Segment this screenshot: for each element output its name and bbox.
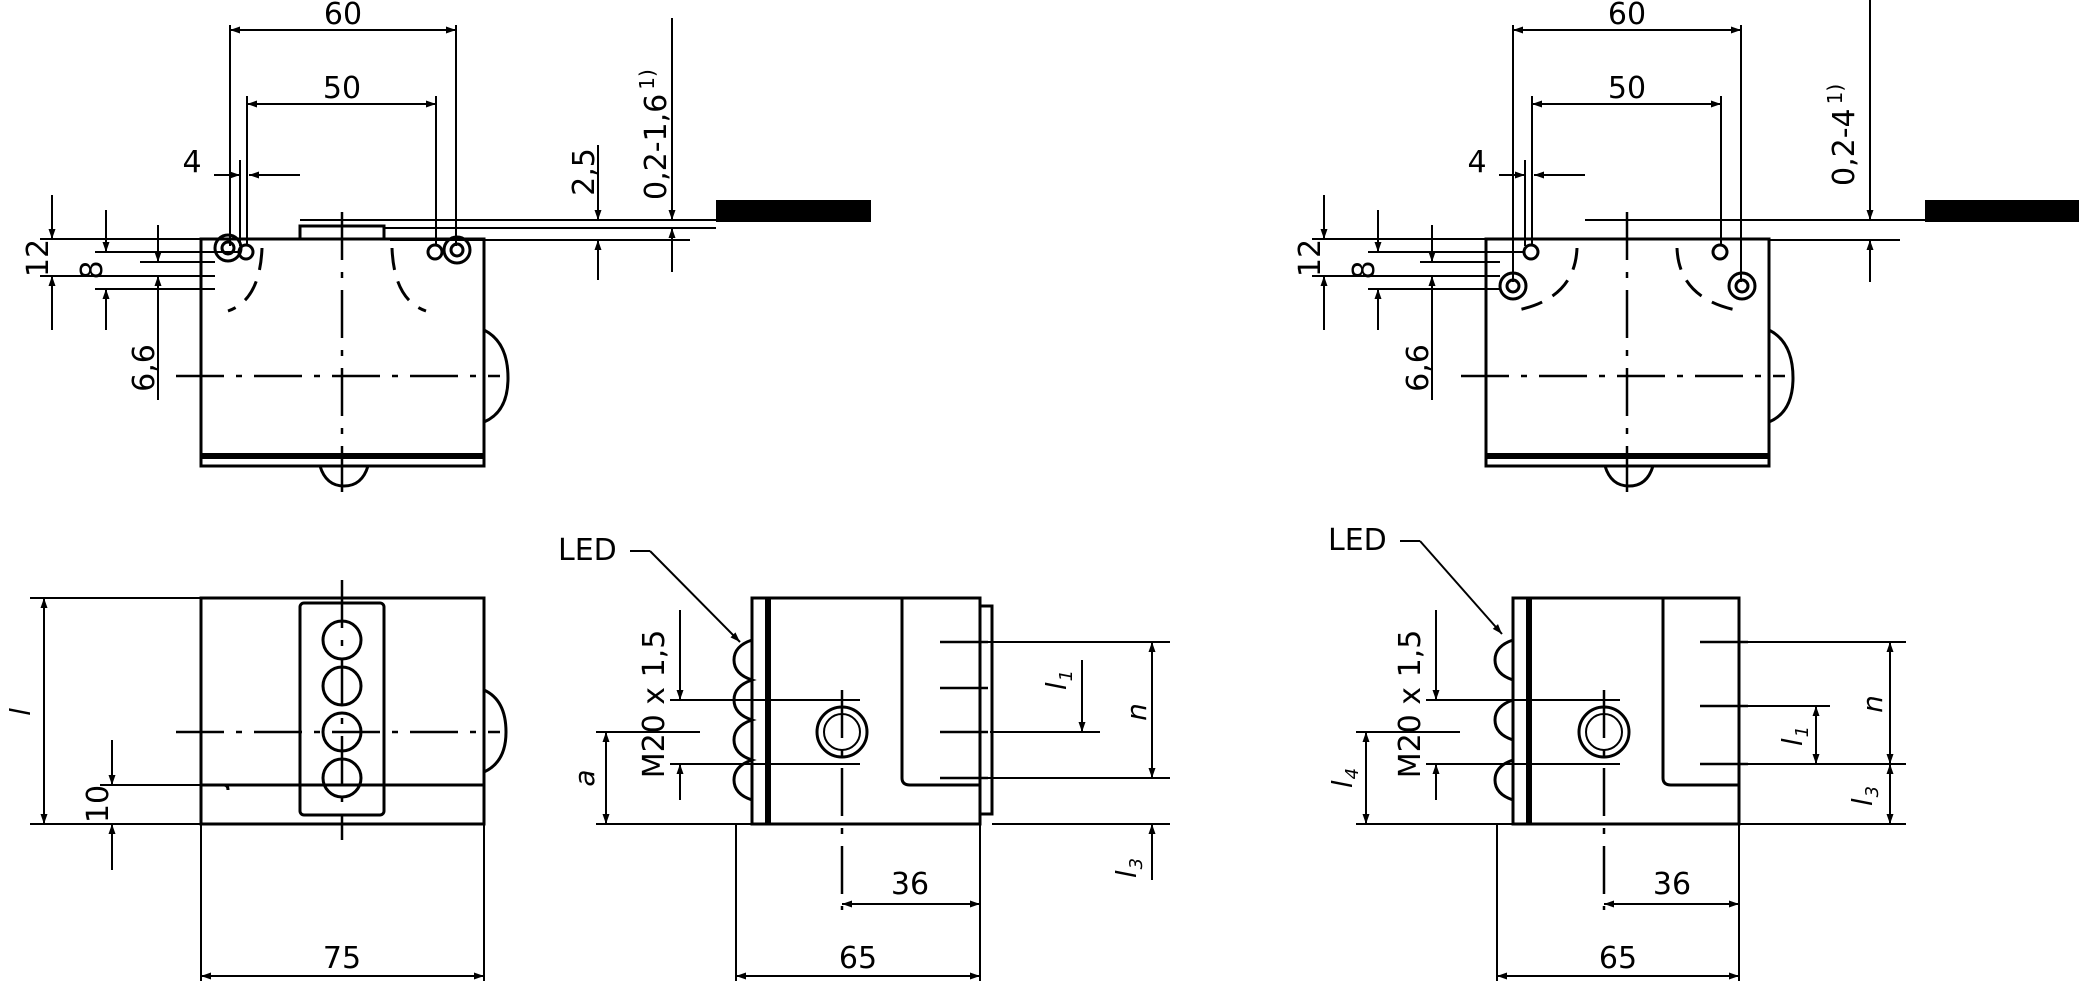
dim-label-l1-b: l1	[1776, 726, 1813, 746]
side-body-outline	[750, 596, 982, 826]
hole-small-right-b	[1711, 243, 1729, 261]
dim-label-75: 75	[323, 941, 361, 976]
front-body-outline	[199, 596, 486, 826]
dim-label-gap: 0,2-1,61)	[635, 69, 674, 200]
dim-label-n: n	[1120, 703, 1153, 721]
hole-large-left	[213, 233, 243, 263]
dim-label-12: 12	[21, 239, 56, 277]
dim-label-65-b: 65	[1599, 941, 1637, 976]
variant-b-side-view: LED M20 x 1,5 l4 l1 n l3 36 65	[1326, 523, 1906, 981]
swept-arc-left	[227, 247, 264, 313]
dim-label-36-b: 36	[1653, 867, 1691, 902]
dim-label-thread-b: M20 x 1,5	[1393, 630, 1428, 779]
dim-label-60-b: 60	[1608, 0, 1646, 32]
bottom-knob-b	[1603, 465, 1655, 488]
side-connector	[483, 328, 510, 424]
swept-arc-left-b	[1512, 247, 1579, 313]
dim-label-8-b: 8	[1347, 260, 1382, 279]
dim-label-36: 36	[891, 867, 929, 902]
variant-a-front-view: l 10 75	[4, 580, 508, 981]
dim-label-60: 60	[324, 0, 362, 32]
led-lenses	[732, 638, 757, 802]
dim-label-l1: l1	[1040, 670, 1077, 690]
dim-label-65: 65	[839, 941, 877, 976]
dim-label-a: a	[568, 769, 601, 786]
hole-small-left-b	[1522, 243, 1540, 261]
dim-label-50: 50	[323, 71, 361, 106]
swept-arc-right	[390, 247, 427, 313]
swept-arc-right-b	[1675, 247, 1742, 313]
led-label: LED	[558, 533, 617, 568]
dim-label-12-b: 12	[1293, 239, 1328, 277]
hole-large-left-inner	[220, 240, 236, 256]
variant-a-top-view: 60 50 4 12 8 6,6 2,5 0,2-1,61)	[21, 0, 871, 492]
bottom-knob	[318, 465, 370, 488]
dim-label-4: 4	[182, 145, 201, 180]
hole-small-right	[426, 243, 444, 261]
dim-label-l3-b: l3	[1846, 786, 1883, 806]
dim-label-l: l	[4, 708, 37, 716]
dim-label-6-6: 6,6	[127, 344, 162, 392]
variant-b-top-view: 60 50 4 12 8 6,6 0,2-41)	[1293, 0, 2079, 492]
dim-label-4-b: 4	[1467, 145, 1486, 180]
dim-label-thread: M20 x 1,5	[637, 630, 672, 779]
dim-label-gap-b: 0,2-41)	[1823, 84, 1862, 186]
dim-label-l4-b: l4	[1326, 768, 1363, 788]
dim-label-10: 10	[81, 785, 116, 823]
led-leader-b	[1419, 540, 1503, 635]
side-connector-b	[1768, 328, 1795, 424]
led-lenses-b	[1493, 638, 1514, 802]
variant-a-side-view: LED M20 x 1,5 a l1 n l3 36 65	[558, 533, 1170, 981]
dim-label-n-b: n	[1856, 695, 1889, 713]
dim-label-6-6-b: 6,6	[1401, 344, 1436, 392]
dim-label-8: 8	[75, 260, 110, 279]
side-step	[900, 598, 980, 787]
dim-label-50-b: 50	[1608, 71, 1646, 106]
side-lid	[980, 604, 994, 816]
dim-label-2-5: 2,5	[567, 148, 602, 196]
led-label-b: LED	[1328, 523, 1387, 558]
actuator-target-b	[1925, 200, 2079, 222]
actuator-target	[716, 200, 871, 222]
front-side-connector	[483, 688, 508, 774]
side-step-b	[1661, 598, 1739, 787]
side-body-outline-b	[1511, 596, 1741, 826]
led-leader	[649, 550, 741, 643]
dim-label-l3: l3	[1110, 858, 1147, 878]
